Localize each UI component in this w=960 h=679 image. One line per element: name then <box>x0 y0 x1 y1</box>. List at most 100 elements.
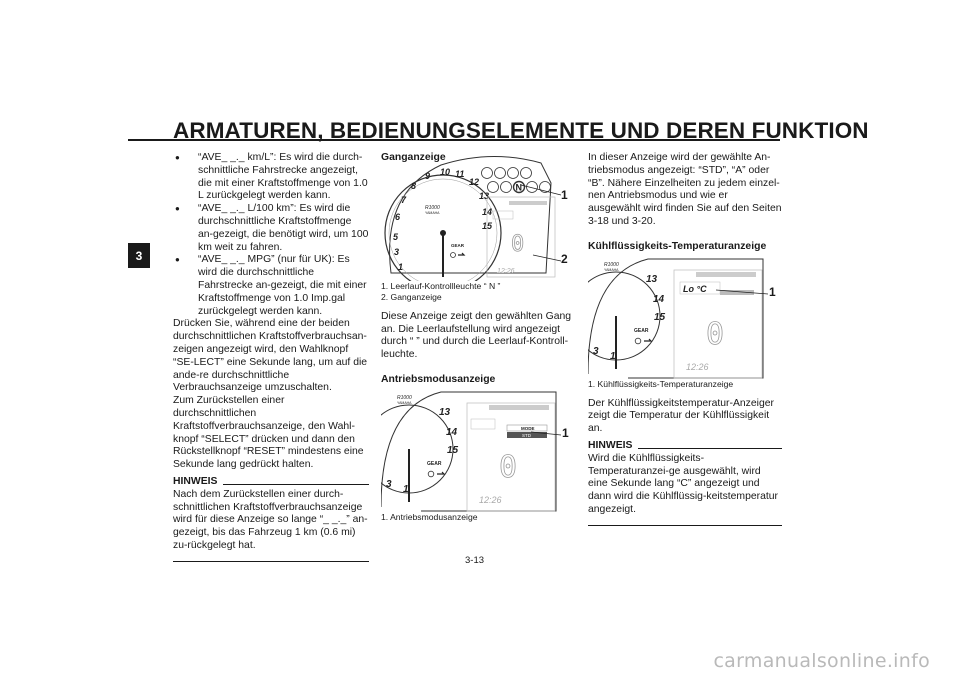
rpm-number: 3 <box>394 247 399 257</box>
warning-lamp-icon <box>481 166 493 179</box>
figure-caption: 1. Leerlauf-Kontrollleuchte “ N ” <box>381 280 501 291</box>
figure-caption: 1. Kühlflüssigkeits-Temperaturanzeige <box>588 378 734 389</box>
rpm-number: 10 <box>440 167 450 177</box>
neutral-lamp-icon <box>512 180 526 193</box>
neutral-arrow-icon <box>644 338 653 342</box>
logo-line2: YAMAHA <box>397 401 412 405</box>
page-header-title: ARMATUREN, BEDIENUNGSELEMENTE UND DEREN … <box>173 118 869 143</box>
figure-gear-indicator: 1 3 5 6 7 8 9 10 11 12 13 14 15 R1000 YA… <box>381 153 577 281</box>
rpm-number: 12 <box>469 177 479 187</box>
paragraph: Diese Anzeige zeigt den gewählten Gang a… <box>381 310 572 361</box>
rpm-number: 1 <box>403 484 409 495</box>
hinweis-end-rule <box>588 524 782 526</box>
mode-label: MODE <box>521 426 535 431</box>
section-heading-antrieb: Antriebsmodusanzeige <box>381 373 496 385</box>
rpm-number: 1 <box>610 351 616 362</box>
paragraph: Der Kühlflüssigkeitstemperatur-Anzeiger … <box>588 397 774 435</box>
hinweis-heading: HINWEIS <box>588 440 782 453</box>
rpm-number: 6 <box>395 212 401 222</box>
hinweis-text: Nach dem Zurückstellen einer durch-schni… <box>173 488 368 551</box>
gear-label: GEAR <box>451 243 465 248</box>
hinweis-rule <box>638 447 782 449</box>
paragraph: Zum Zurückstellen einer durchschnittlich… <box>173 395 364 471</box>
gear-digit: 0 <box>499 450 517 485</box>
neutral-arrow-icon <box>458 252 466 256</box>
rpm-number: 15 <box>447 445 459 456</box>
column-1: “AVE_ _._ km/L”: Es wird die durch-schni… <box>173 152 369 562</box>
coolant-temperature-illustration: 13 14 15 3 1 R1000 YAMAHA GEAR Lo °C 0 1… <box>588 258 769 379</box>
figure-coolant-temperature: 13 14 15 3 1 R1000 YAMAHA GEAR Lo °C 0 1… <box>588 254 782 379</box>
rpm-number: 7 <box>401 195 407 205</box>
drive-mode-illustration: 13 14 15 3 1 R1000 YAMAHA GEAR MODE STD … <box>381 391 562 512</box>
mode-value-box <box>507 431 547 438</box>
page-number: 3-13 <box>465 555 485 566</box>
figure-caption: 2. Ganganzeige <box>381 291 442 302</box>
bullet-item: “AVE_ _._ L/100 km”: Es wird die durchsc… <box>173 203 369 254</box>
hinweis-text: Wird die Kühlflüssigkeits-Temperaturanze… <box>588 452 779 515</box>
bullet-list: “AVE_ _._ km/L”: Es wird die durch-schni… <box>173 152 369 318</box>
section-heading-kuehl: Kühlflüssigkeits-Temperaturanzeige <box>588 240 767 252</box>
rpm-number: 13 <box>439 407 451 418</box>
logo-line1: R1000 <box>604 262 619 268</box>
rpm-number: 3 <box>593 346 599 357</box>
watermark[interactable]: carmanualsonline.info <box>713 650 930 672</box>
rpm-number: 14 <box>653 294 665 305</box>
lcd-clock: 12:26 <box>686 362 709 372</box>
column-2: Ganganzeige 1 3 5 6 7 8 9 10 11 12 <box>381 152 577 523</box>
neutral-arrow-icon <box>437 471 446 475</box>
rpm-number: 1 <box>398 262 403 272</box>
rpm-number: 15 <box>654 312 666 323</box>
gear-label: GEAR <box>427 461 442 467</box>
section-heading-gang: Ganganzeige <box>381 152 446 163</box>
logo-line2: YAMAHA <box>425 211 440 215</box>
rpm-number: 15 <box>482 221 493 231</box>
logo-line1: R1000 <box>397 395 412 401</box>
gear-label: GEAR <box>634 328 649 334</box>
hinweis-end-rule <box>173 560 369 562</box>
gear-digit: 0 <box>511 232 524 257</box>
rpm-number: 3 <box>386 479 392 490</box>
warning-lamp-icon <box>520 166 532 179</box>
rpm-number: 13 <box>646 274 658 285</box>
logo-line2: YAMAHA <box>604 268 619 272</box>
lcd-clock: 12:26 <box>497 268 515 275</box>
bullet-item: “AVE_ _._ km/L”: Es wird die durch-schni… <box>173 152 369 203</box>
lamp-icon <box>634 337 642 344</box>
lamp-icon <box>427 470 435 477</box>
paragraph: Drücken Sie, während eine der beiden dur… <box>173 318 368 394</box>
hinweis-title: HINWEIS <box>588 439 633 451</box>
hinweis-title: HINWEIS <box>173 475 218 487</box>
warning-lamp-icon <box>507 166 519 179</box>
warning-lamp-icon <box>539 180 551 193</box>
rpm-number: 8 <box>411 181 416 191</box>
svg-text:N: N <box>516 182 523 192</box>
rpm-number: 11 <box>455 169 464 179</box>
rpm-number: 5 <box>393 232 399 242</box>
paragraph: In dieser Anzeige wird der gewählte An-t… <box>588 152 782 227</box>
rpm-number: 9 <box>425 171 430 181</box>
hinweis-heading: HINWEIS <box>173 476 369 489</box>
figure-caption: 1. Antriebsmodusanzeige <box>381 511 478 522</box>
warning-lamp-icon <box>494 166 506 179</box>
chapter-tab: 3 <box>128 243 150 268</box>
figure-drive-mode: 13 14 15 3 1 R1000 YAMAHA GEAR MODE STD … <box>381 387 577 512</box>
lcd-clock: 12:26 <box>479 495 502 505</box>
header-rule <box>128 139 780 141</box>
rpm-number: 13 <box>479 191 489 201</box>
callout-number: 1 <box>562 425 569 440</box>
warning-lamp-icon <box>487 180 499 193</box>
lamp-icon <box>450 251 456 258</box>
rpm-number: 14 <box>446 427 458 438</box>
callout-number: 1 <box>561 187 568 202</box>
callout-number: 1 <box>769 284 776 299</box>
gear-digit: 0 <box>706 317 724 352</box>
mode-value: STD <box>522 433 532 438</box>
logo-line1: R1000 <box>425 205 440 211</box>
bullet-item: “AVE_ _._ MPG” (nur für UK): Es wird die… <box>173 254 369 318</box>
temp-display: Lo °C <box>683 284 707 294</box>
column-3: In dieser Anzeige wird der gewählte An-t… <box>588 152 782 526</box>
warning-lamp-icon <box>526 180 538 193</box>
hinweis-rule <box>223 483 369 485</box>
warning-lamp-icon <box>500 180 512 193</box>
callout-number: 2 <box>561 251 568 266</box>
